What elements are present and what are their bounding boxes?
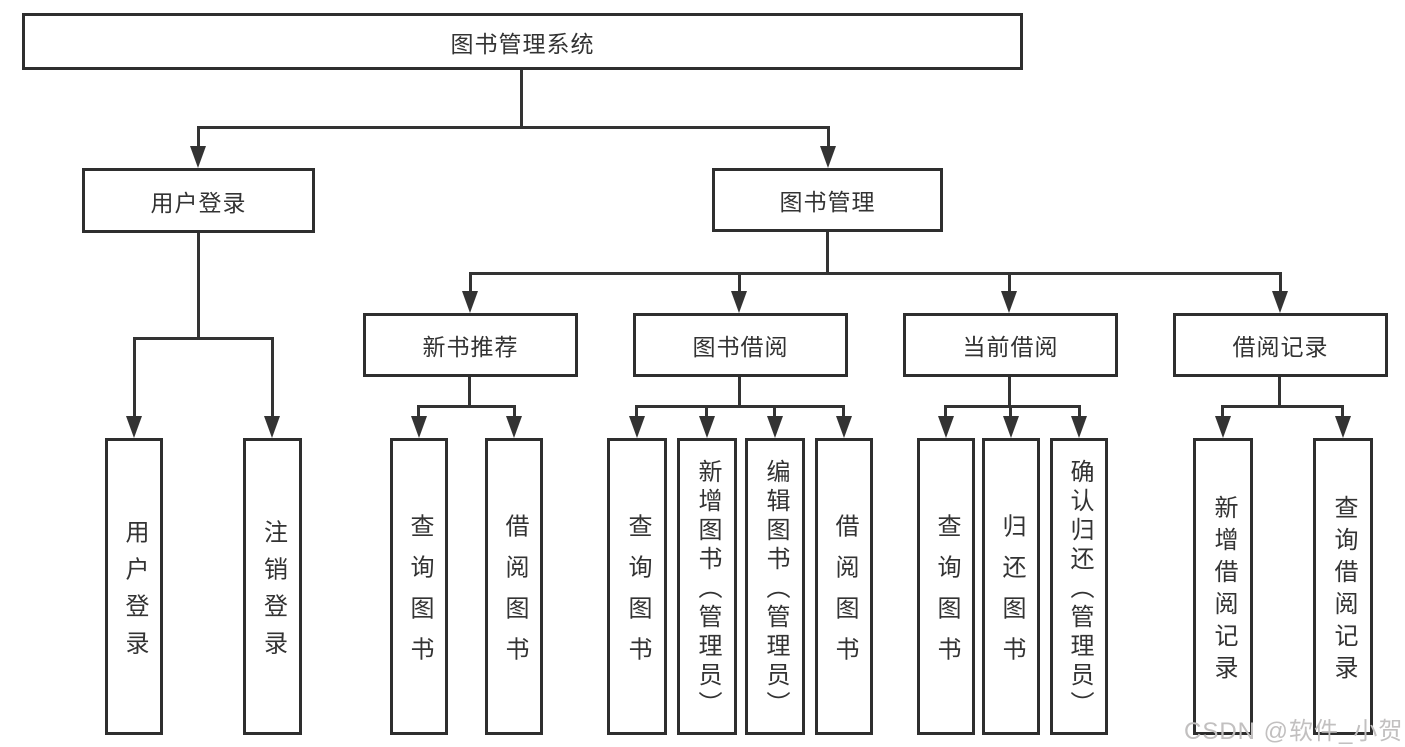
csdn-watermark: CSDN @软件_小贺同学	[1184, 718, 1405, 745]
leaf-add-borrow-record: 新增借阅记录	[1193, 438, 1253, 735]
connector-root-vline	[520, 70, 523, 126]
node-book-mgmt: 图书管理	[712, 168, 943, 232]
leaf-return-books: 归还图书	[982, 438, 1040, 735]
leaf-add-borrow-record-label: 新增借阅记录	[1210, 494, 1237, 687]
leaf-borrow-borrow-books: 借阅图书	[815, 438, 873, 735]
connector-bookborrow-stem-4	[842, 405, 845, 418]
leaf-newrec-borrow-books: 借阅图书	[485, 438, 543, 735]
arrowhead-cb-return	[1003, 416, 1019, 438]
leaf-add-books-admin-label: 新增图书（管理员）	[694, 458, 721, 720]
leaf-logout: 注销登录	[243, 438, 302, 735]
arrowhead-borrow-record	[1272, 291, 1288, 313]
node-new-book-rec: 新书推荐	[363, 313, 578, 377]
leaf-newrec-query-books-label: 查询图书	[406, 513, 433, 677]
connector-bookmgmt-stem-2	[738, 272, 741, 292]
arrowhead-newrec-borrow	[506, 416, 522, 438]
connector-current-hline	[944, 405, 1081, 408]
connector-record-vline	[1278, 377, 1281, 405]
connector-userlogin-stem-left	[133, 337, 136, 417]
leaf-newrec-borrow-books-label: 借阅图书	[501, 513, 528, 677]
connector-root-stem-right	[827, 126, 830, 152]
arrowhead-current-borrow	[1001, 291, 1017, 313]
arrowhead-cb-query	[938, 416, 954, 438]
leaf-user-login-label: 用户登录	[121, 519, 148, 667]
arrowhead-cb-confirm	[1071, 416, 1087, 438]
connector-bookmgmt-stem-3	[1008, 272, 1011, 292]
node-borrow-record: 借阅记录	[1173, 313, 1388, 377]
leaf-current-query-books-label: 查询图书	[933, 513, 960, 677]
node-root: 图书管理系统	[22, 13, 1023, 70]
connector-record-stem-2	[1341, 405, 1344, 418]
node-root-label: 图书管理系统	[450, 30, 595, 57]
connector-bookmgmt-stem-1	[469, 272, 472, 292]
arrowhead-bb-edit	[767, 416, 783, 438]
connector-newrec-stem-2	[513, 405, 516, 418]
connector-current-vline	[1008, 377, 1011, 405]
node-book-borrow-label: 图书借阅	[692, 334, 789, 360]
leaf-logout-label: 注销登录	[259, 519, 287, 667]
leaf-borrow-query-books: 查询图书	[607, 438, 667, 735]
connector-bookborrow-stem-3	[773, 405, 776, 418]
connector-current-stem-1	[944, 405, 947, 418]
leaf-edit-books-admin-label: 编辑图书（管理员）	[762, 458, 789, 720]
leaf-user-login: 用户登录	[105, 438, 163, 735]
connector-userlogin-hline	[133, 337, 274, 340]
arrowhead-newrec-query	[411, 416, 427, 438]
connector-bookmgmt-vline	[826, 232, 829, 272]
connector-userlogin-stem-right	[271, 337, 274, 417]
leaf-confirm-return-admin: 确认归还（管理员）	[1050, 438, 1108, 735]
leaf-return-books-label: 归还图书	[998, 513, 1025, 677]
connector-bookborrow-vline	[738, 377, 741, 405]
connector-newrec-vline	[468, 377, 471, 405]
connector-userlogin-vline	[197, 233, 200, 337]
node-book-borrow: 图书借阅	[633, 313, 848, 377]
arrowhead-new-book-rec	[462, 291, 478, 313]
connector-current-stem-3	[1078, 405, 1081, 418]
connector-bookmgmt-hline	[469, 272, 1282, 275]
connector-bookborrow-stem-1	[635, 405, 638, 418]
arrowhead-leaf-user-login	[126, 416, 142, 438]
node-borrow-record-label: 借阅记录	[1232, 334, 1329, 360]
connector-bookmgmt-stem-4	[1279, 272, 1282, 292]
connector-current-stem-2	[1009, 405, 1012, 418]
connector-record-stem-1	[1221, 405, 1224, 418]
leaf-current-query-books: 查询图书	[917, 438, 975, 735]
node-current-borrow-label: 当前借阅	[962, 334, 1059, 360]
connector-bookborrow-stem-2	[705, 405, 708, 418]
leaf-query-borrow-record-label: 查询借阅记录	[1330, 494, 1357, 687]
connector-record-hline	[1221, 405, 1344, 408]
arrowhead-bb-query	[629, 416, 645, 438]
leaf-add-books-admin: 新增图书（管理员）	[677, 438, 737, 735]
arrowhead-bb-borrow	[836, 416, 852, 438]
leaf-borrow-query-books-label: 查询图书	[624, 513, 651, 677]
arrowhead-leaf-logout	[264, 416, 280, 438]
node-current-borrow: 当前借阅	[903, 313, 1118, 377]
node-book-mgmt-label: 图书管理	[779, 189, 876, 215]
connector-bookborrow-hline	[635, 405, 845, 408]
arrowhead-book-borrow	[731, 291, 747, 313]
connector-newrec-hline	[417, 405, 516, 408]
node-user-login-label: 用户登录	[150, 189, 247, 216]
arrowhead-bb-add	[699, 416, 715, 438]
arrowhead-rec-query	[1335, 416, 1351, 438]
arrowhead-user-login	[190, 146, 206, 168]
arrowhead-rec-add	[1215, 416, 1231, 438]
leaf-newrec-query-books: 查询图书	[390, 438, 448, 735]
node-new-book-rec-label: 新书推荐	[422, 334, 519, 360]
leaf-query-borrow-record: 查询借阅记录	[1313, 438, 1373, 735]
node-user-login: 用户登录	[82, 168, 315, 233]
connector-root-stem-left	[197, 126, 200, 152]
connector-newrec-stem-1	[417, 405, 420, 418]
connector-root-hline	[197, 126, 830, 129]
arrowhead-book-mgmt	[820, 146, 836, 168]
leaf-confirm-return-admin-label: 确认归还（管理员）	[1066, 458, 1093, 720]
leaf-borrow-borrow-books-label: 借阅图书	[831, 513, 858, 677]
leaf-edit-books-admin: 编辑图书（管理员）	[745, 438, 805, 735]
